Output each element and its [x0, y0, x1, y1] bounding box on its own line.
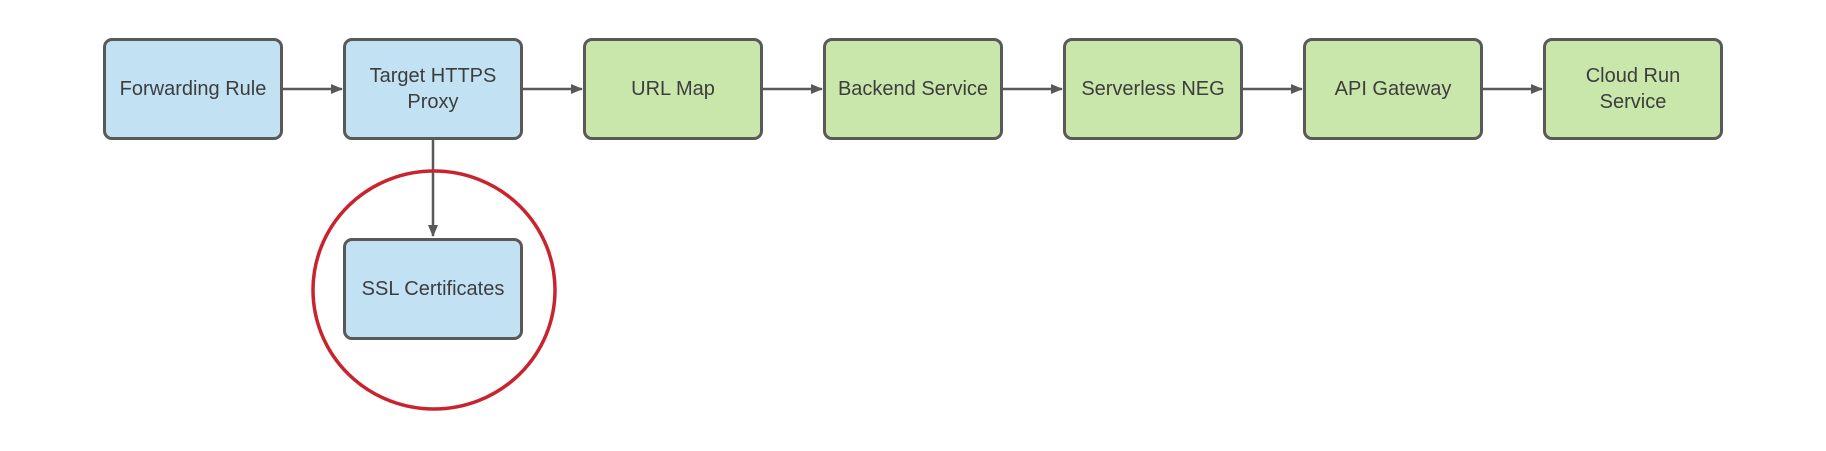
node-url-map: URL Map — [583, 38, 763, 140]
node-ssl-certificates-label: SSL Certificates — [361, 278, 505, 300]
node-serverless-neg-label: Serverless NEG — [1081, 78, 1225, 100]
node-ssl-certificates: SSL Certificates — [343, 238, 523, 340]
node-backend-service-label: Backend Service — [837, 78, 989, 100]
node-forwarding-rule: Forwarding Rule — [103, 38, 283, 140]
node-target-https-proxy-label: Target HTTPS Proxy — [369, 65, 497, 113]
node-serverless-neg: Serverless NEG — [1063, 38, 1243, 140]
node-target-https-proxy: Target HTTPS Proxy — [343, 38, 523, 140]
node-api-gateway-label: API Gateway — [1334, 78, 1452, 100]
node-backend-service: Backend Service — [823, 38, 1003, 140]
ssl-highlight-circle — [311, 169, 557, 411]
node-cloud-run-service-label: Cloud Run Service — [1585, 65, 1681, 113]
node-forwarding-rule-label: Forwarding Rule — [119, 78, 267, 100]
node-api-gateway: API Gateway — [1303, 38, 1483, 140]
node-url-map-label: URL Map — [631, 78, 715, 100]
node-cloud-run-service: Cloud Run Service — [1543, 38, 1723, 140]
